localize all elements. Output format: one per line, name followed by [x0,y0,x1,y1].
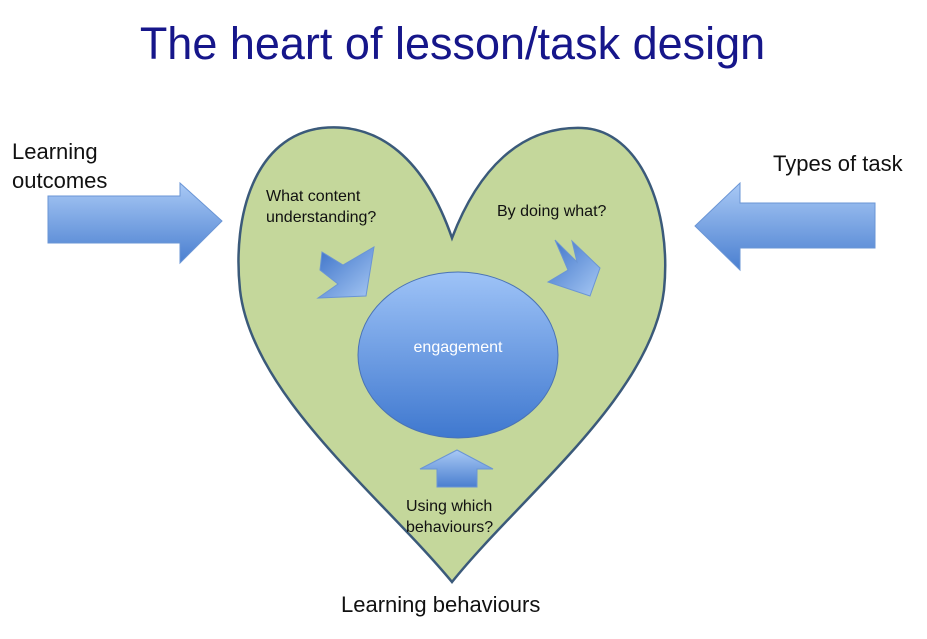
engagement-circle [357,271,559,439]
behaviours-arrow [419,449,494,488]
right-input-arrow [694,181,876,272]
doing-arrow [546,239,601,297]
types-of-task-label: Types of task [773,151,903,176]
left-input-arrow [47,181,223,265]
learning-outcomes-label: Learning outcomes [12,139,108,193]
content-arrow [316,246,375,299]
learning-behaviours-label: Learning behaviours [341,592,541,617]
page-title: The heart of lesson/task design [139,18,766,69]
doing-question: By doing what? [497,203,607,220]
content-question: What content understanding? [266,188,377,226]
behaviours-question: Using which behaviours? [406,498,494,536]
engagement-label: engagement [413,339,503,356]
